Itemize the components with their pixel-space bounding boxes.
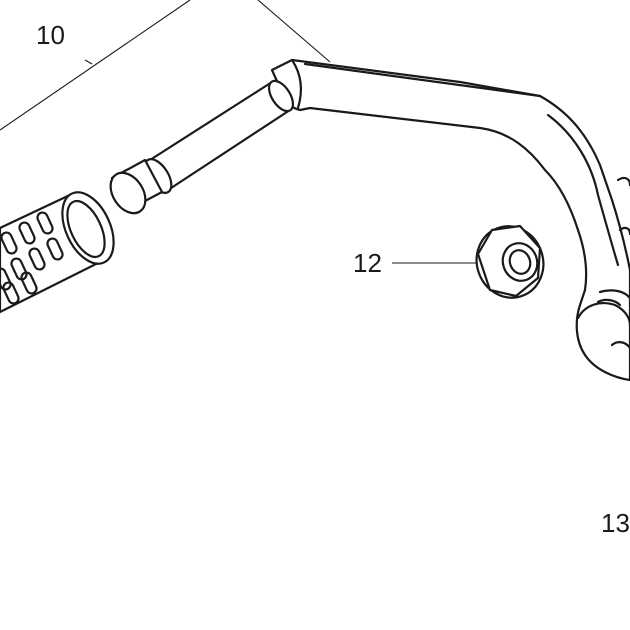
callout-part-10: 10 <box>36 20 65 50</box>
callout-part-13: 13 <box>601 508 630 538</box>
rubber-grip <box>0 191 115 314</box>
flange-nut <box>475 224 545 299</box>
leader-line-10 <box>0 0 331 131</box>
pivot-pin <box>109 79 295 215</box>
kickstart-lever <box>270 58 630 382</box>
callout-part-12: 12 <box>353 248 382 278</box>
